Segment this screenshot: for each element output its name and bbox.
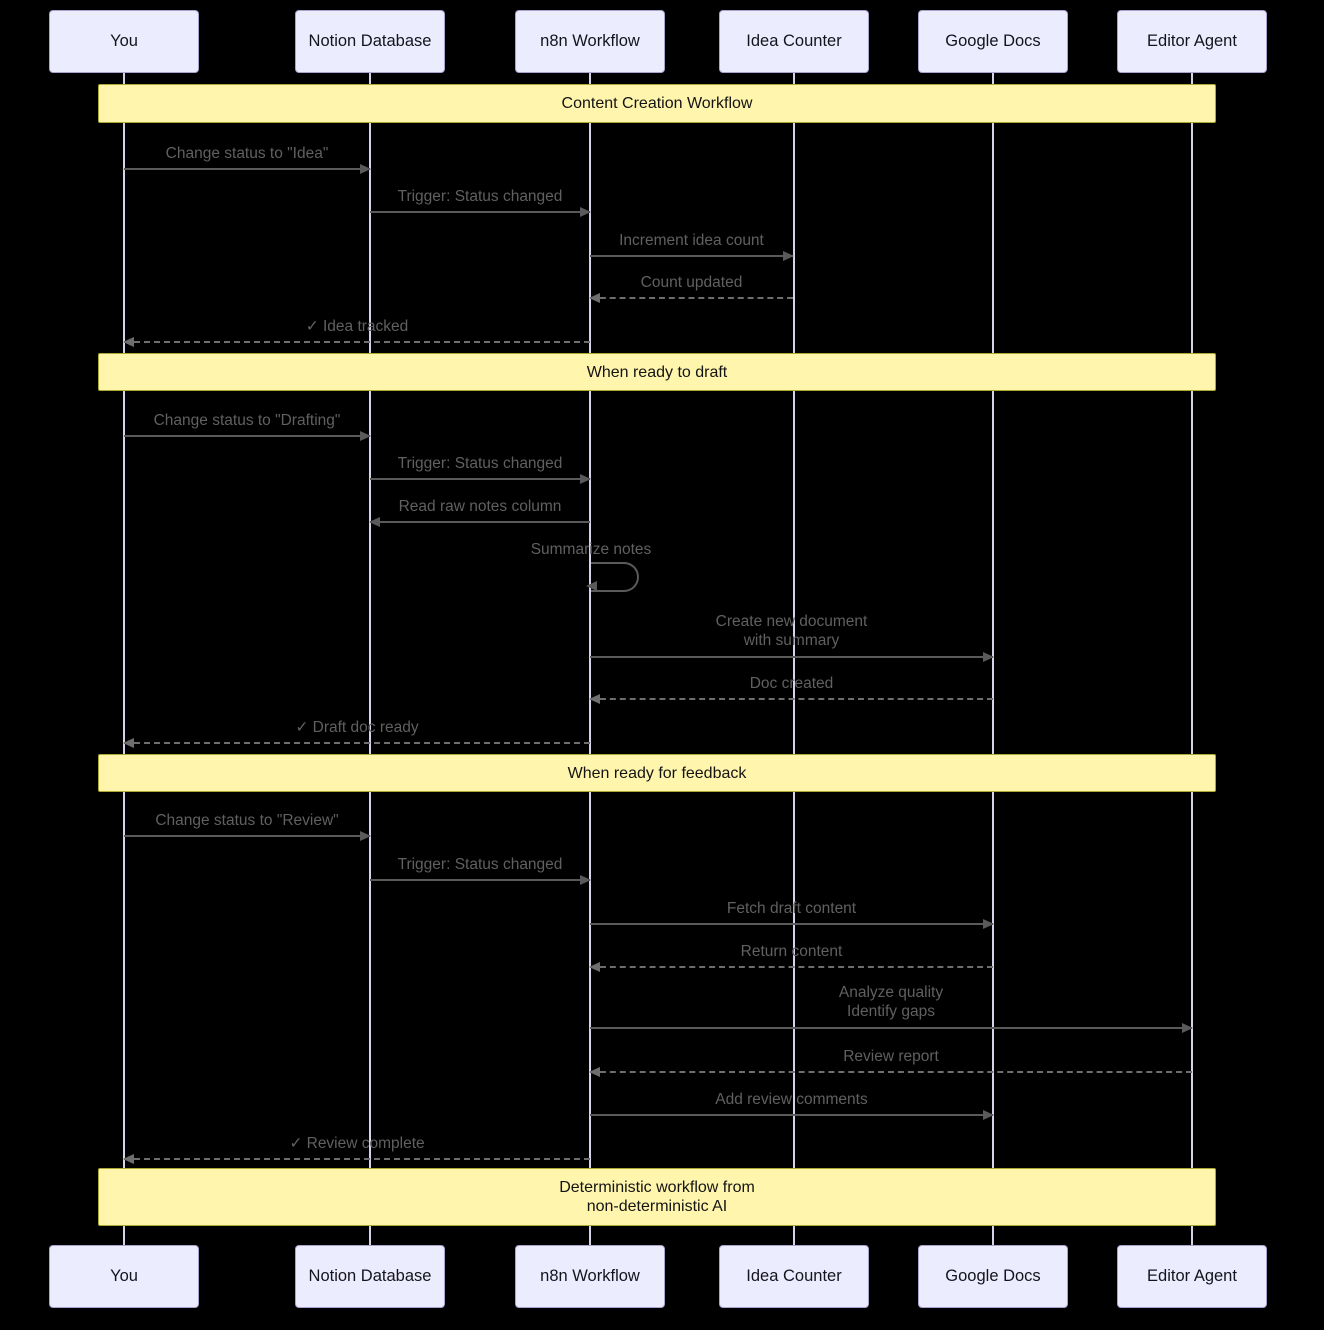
note-text: When ready for feedback <box>567 764 747 782</box>
arrow-line <box>124 1158 590 1160</box>
lifeline-n8n-workflow <box>589 73 591 1247</box>
actor-top-google-docs: Google Docs <box>918 10 1068 73</box>
message-return-content: Return content <box>589 942 993 972</box>
actor-label: Editor Agent <box>1147 1267 1237 1285</box>
arrowhead-left-icon <box>589 293 600 303</box>
arrow-line <box>370 478 590 480</box>
arrowhead-left-icon <box>369 517 380 527</box>
actor-top-you: You <box>49 10 199 73</box>
arrowhead-left-icon <box>123 337 134 347</box>
message-doc-created: Doc created <box>589 674 993 704</box>
note-text: When ready to draft <box>586 363 728 381</box>
arrowhead-left-icon <box>589 694 600 704</box>
note-deterministic-workflow: Deterministic workflow from non-determin… <box>98 1168 1216 1226</box>
actor-bottom-you: You <box>49 1245 199 1308</box>
message-analyze-quality: Analyze quality Identify gaps <box>590 983 1193 1033</box>
message-review-complete: ✓ Review complete <box>123 1134 590 1164</box>
message-trigger-status-changed-3: Trigger: Status changed <box>370 855 591 885</box>
arrow-line <box>124 168 370 170</box>
actor-bottom-idea-counter: Idea Counter <box>719 1245 869 1308</box>
self-loop-icon <box>591 562 639 592</box>
arrow-line <box>370 211 590 213</box>
note-when-ready-for-feedback: When ready for feedback <box>98 754 1216 792</box>
message-change-status-idea: Change status to "Idea" <box>124 144 371 174</box>
actor-top-idea-counter: Idea Counter <box>719 10 869 73</box>
arrowhead-right-icon <box>360 164 371 174</box>
message-draft-doc-ready: ✓ Draft doc ready <box>123 718 590 748</box>
arrow-line <box>590 656 993 658</box>
message-review-report: Review report <box>589 1047 1192 1077</box>
arrow-line <box>124 742 590 744</box>
note-text: Content Creation Workflow <box>561 95 753 112</box>
arrow-line <box>370 879 590 881</box>
lifeline-idea-counter <box>793 73 795 1247</box>
arrow-line <box>124 835 370 837</box>
actor-label: n8n Workflow <box>540 1267 640 1285</box>
actor-label: Notion Database <box>308 1267 432 1285</box>
arrowhead-left-icon <box>123 1154 134 1164</box>
actor-bottom-google-docs: Google Docs <box>918 1245 1068 1308</box>
note-text-line2: non-deterministic AI <box>586 1198 728 1215</box>
message-create-new-document: Create new document with summary <box>590 612 994 662</box>
arrowhead-right-icon <box>360 431 371 441</box>
arrowhead-left-icon <box>123 738 134 748</box>
message-summarize-notes: Summarize notes <box>530 541 652 558</box>
message-read-raw-notes-column: Read raw notes column <box>369 497 590 527</box>
message-trigger-status-changed-1: Trigger: Status changed <box>370 187 591 217</box>
arrowhead-right-icon <box>580 207 591 217</box>
arrowhead-right-icon <box>580 474 591 484</box>
note-when-ready-to-draft: When ready to draft <box>98 353 1216 391</box>
actor-label: n8n Workflow <box>540 32 640 50</box>
actor-bottom-n8n-workflow: n8n Workflow <box>515 1245 665 1308</box>
arrowhead-right-icon <box>983 1110 994 1120</box>
message-idea-tracked: ✓ Idea tracked <box>123 317 590 347</box>
actor-top-notion-database: Notion Database <box>295 10 445 73</box>
lifeline-editor-agent <box>1191 73 1193 1247</box>
self-loop-arrowhead-icon <box>586 581 597 591</box>
actor-bottom-editor-agent: Editor Agent <box>1117 1245 1267 1308</box>
note-content-creation-workflow: Content Creation Workflow <box>98 84 1216 123</box>
lifeline-notion-database <box>369 73 371 1247</box>
arrow-line <box>590 923 993 925</box>
actor-label: You <box>110 1267 138 1285</box>
message-increment-idea-count: Increment idea count <box>590 231 794 261</box>
note-text-line1: Deterministic workflow from <box>559 1179 755 1196</box>
arrow-line <box>590 1114 993 1116</box>
message-add-review-comments: Add review comments <box>590 1090 994 1120</box>
arrowhead-right-icon <box>580 875 591 885</box>
arrow-line <box>124 341 590 343</box>
arrowhead-right-icon <box>360 831 371 841</box>
arrow-line <box>590 297 793 299</box>
message-count-updated: Count updated <box>589 273 793 303</box>
actor-label: Idea Counter <box>746 32 842 50</box>
actor-label: Editor Agent <box>1147 32 1237 50</box>
message-trigger-status-changed-2: Trigger: Status changed <box>370 454 591 484</box>
arrow-line <box>590 966 993 968</box>
actor-top-editor-agent: Editor Agent <box>1117 10 1267 73</box>
message-fetch-draft-content: Fetch draft content <box>590 899 994 929</box>
arrowhead-right-icon <box>983 919 994 929</box>
arrow-line <box>370 521 590 523</box>
arrowhead-left-icon <box>589 962 600 972</box>
arrowhead-right-icon <box>783 251 794 261</box>
arrow-line <box>590 255 793 257</box>
arrow-line <box>590 698 993 700</box>
actor-label: You <box>110 32 138 50</box>
actor-label: Idea Counter <box>746 1267 842 1285</box>
arrow-line <box>124 435 370 437</box>
actor-label: Google Docs <box>945 1267 1041 1285</box>
actor-label: Google Docs <box>945 32 1041 50</box>
arrow-line <box>590 1027 1192 1029</box>
message-change-status-review: Change status to "Review" <box>124 811 371 841</box>
actor-bottom-notion-database: Notion Database <box>295 1245 445 1308</box>
arrowhead-left-icon <box>589 1067 600 1077</box>
actor-top-n8n-workflow: n8n Workflow <box>515 10 665 73</box>
arrowhead-right-icon <box>983 652 994 662</box>
message-change-status-drafting: Change status to "Drafting" <box>124 411 371 441</box>
lifeline-you <box>123 73 125 1247</box>
arrow-line <box>590 1071 1192 1073</box>
arrowhead-right-icon <box>1182 1023 1193 1033</box>
actor-label: Notion Database <box>308 32 432 50</box>
